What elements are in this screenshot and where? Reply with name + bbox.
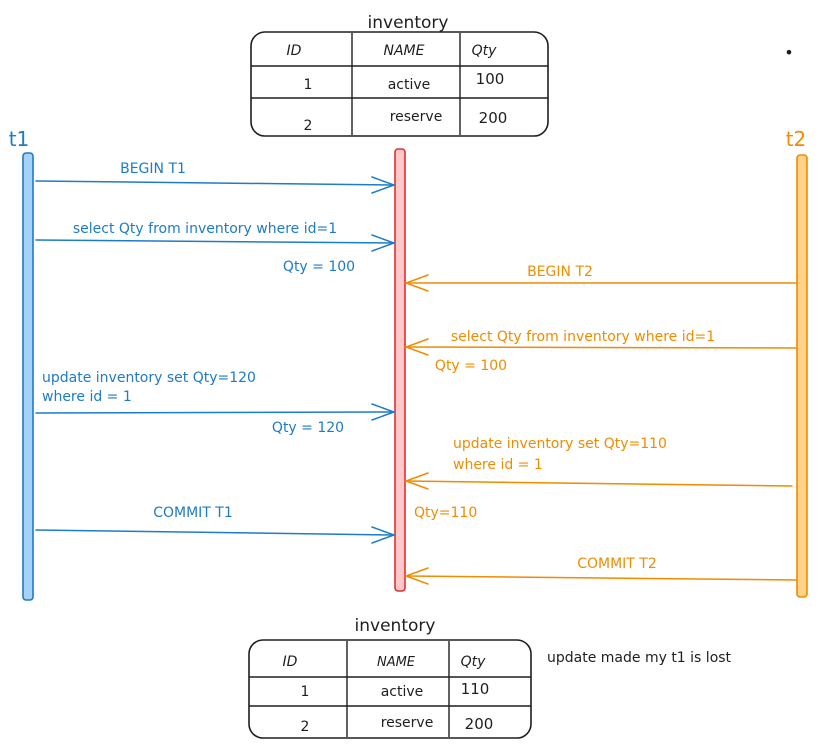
t2-lifeline xyxy=(796,154,808,598)
bottom-table-cell: reserve xyxy=(381,715,434,731)
t2-update-result: Qty=110 xyxy=(414,505,477,521)
database-lifeline xyxy=(394,148,406,592)
t1-select-arrow xyxy=(35,239,395,244)
top-table-header: Qty xyxy=(472,43,498,59)
top-table-cell: 100 xyxy=(476,70,505,88)
bottom-inventory-table: inventory ID NAME Qty 1 active 110 2 res… xyxy=(248,616,532,739)
arrow-head xyxy=(403,472,429,490)
arrow-head xyxy=(403,274,429,292)
arrow-head xyxy=(403,567,429,585)
t2-label: t2 xyxy=(786,127,807,151)
arrow-head xyxy=(371,234,397,252)
t1-select-result: Qty = 100 xyxy=(283,259,355,275)
t1-update-label: update inventory set Qty=120 xyxy=(42,370,256,386)
lost-update-note: update made my t1 is lost xyxy=(547,650,732,666)
bottom-table-cell: 200 xyxy=(465,715,494,733)
t2-select-label: select Qty from inventory where id=1 xyxy=(451,329,715,345)
stray-dot: • xyxy=(784,43,793,62)
t1-update-result: Qty = 120 xyxy=(272,420,344,436)
t1-commit-label: COMMIT T1 xyxy=(153,505,233,521)
top-table-header: ID xyxy=(287,43,302,59)
top-table-header: NAME xyxy=(384,43,425,59)
arrow-head xyxy=(371,526,397,544)
t2-update-label: update inventory set Qty=110 xyxy=(453,436,667,452)
bottom-table-header: Qty xyxy=(461,654,487,670)
bottom-table-cell: 2 xyxy=(301,719,310,735)
top-table-cell: reserve xyxy=(390,109,443,125)
bottom-table-header: NAME xyxy=(377,655,416,670)
t1-begin-label: BEGIN T1 xyxy=(120,161,186,177)
arrow-head xyxy=(371,176,397,194)
top-inventory-table: inventory ID NAME Qty 1 active 100 2 res… xyxy=(250,13,549,137)
t2-commit-arrow xyxy=(405,575,797,581)
t2-select-result: Qty = 100 xyxy=(435,358,507,374)
t2-select-arrow xyxy=(405,346,797,349)
t1-update-label: where id = 1 xyxy=(42,389,132,405)
top-table-border xyxy=(250,31,549,137)
t2-begin-label: BEGIN T2 xyxy=(527,264,593,280)
t1-begin-arrow xyxy=(35,180,395,186)
bottom-table-cell: 1 xyxy=(301,684,310,700)
top-table-title: inventory xyxy=(368,13,449,33)
t1-label: t1 xyxy=(9,127,30,151)
top-table-cell: 1 xyxy=(304,77,313,93)
bottom-table-border xyxy=(248,639,532,739)
bottom-table-cell: 110 xyxy=(461,680,490,698)
top-table-cell: 2 xyxy=(304,118,313,134)
bottom-table-title: inventory xyxy=(355,616,436,636)
arrow-head xyxy=(403,338,429,356)
bottom-table-header: ID xyxy=(283,654,298,670)
top-table-cell: active xyxy=(388,77,431,93)
arrow-head xyxy=(371,403,397,421)
t2-update-arrow xyxy=(405,480,793,487)
t2-update-label: where id = 1 xyxy=(453,457,543,473)
t1-select-label: select Qty from inventory where id=1 xyxy=(73,221,337,237)
top-table-cell: 200 xyxy=(479,109,508,127)
t2-commit-label: COMMIT T2 xyxy=(577,556,657,572)
t1-lifeline xyxy=(22,152,34,601)
bottom-table-cell: active xyxy=(381,684,424,700)
t1-commit-arrow xyxy=(35,529,395,536)
t1-update-arrow xyxy=(35,411,395,414)
